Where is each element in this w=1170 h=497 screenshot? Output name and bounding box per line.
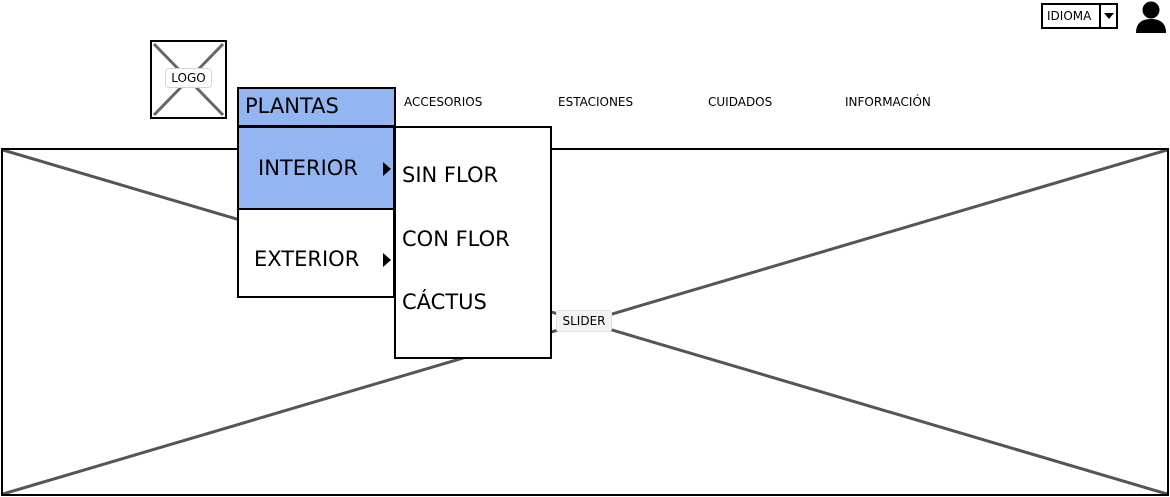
submenu-item-sin-flor[interactable]: SIN FLOR xyxy=(402,163,499,187)
submenu-item-label: INTERIOR xyxy=(258,156,358,180)
language-select-toggle[interactable] xyxy=(1099,5,1116,27)
submenu-item-label: EXTERIOR xyxy=(254,247,360,271)
language-select[interactable]: IDIOMA xyxy=(1041,3,1118,29)
language-select-value: IDIOMA xyxy=(1047,9,1092,23)
nav-item-estaciones[interactable]: ESTACIONES xyxy=(558,95,634,109)
logo-label: LOGO xyxy=(165,68,212,88)
chevron-down-icon xyxy=(1104,13,1114,19)
user-icon[interactable] xyxy=(1134,0,1168,34)
submenu-item-exterior[interactable]: EXTERIOR xyxy=(237,210,395,298)
nav-item-accesorios[interactable]: ACCESORIOS xyxy=(404,95,483,109)
submenu-item-interior[interactable]: INTERIOR xyxy=(237,126,395,210)
nav-item-informacion[interactable]: INFORMACIÓN xyxy=(845,95,931,109)
nav-item-plantas[interactable]: PLANTAS xyxy=(237,87,396,127)
chevron-right-icon xyxy=(383,253,391,267)
submenu-plantas: INTERIOR EXTERIOR xyxy=(237,126,395,298)
submenu-item-cactus[interactable]: CÁCTUS xyxy=(402,290,487,314)
nav-item-cuidados[interactable]: CUIDADOS xyxy=(708,95,773,109)
slider-label: SLIDER xyxy=(556,310,612,332)
submenu-interior: SIN FLOR CON FLOR CÁCTUS xyxy=(394,126,552,359)
chevron-right-icon xyxy=(383,162,391,176)
submenu-item-con-flor[interactable]: CON FLOR xyxy=(402,227,510,251)
